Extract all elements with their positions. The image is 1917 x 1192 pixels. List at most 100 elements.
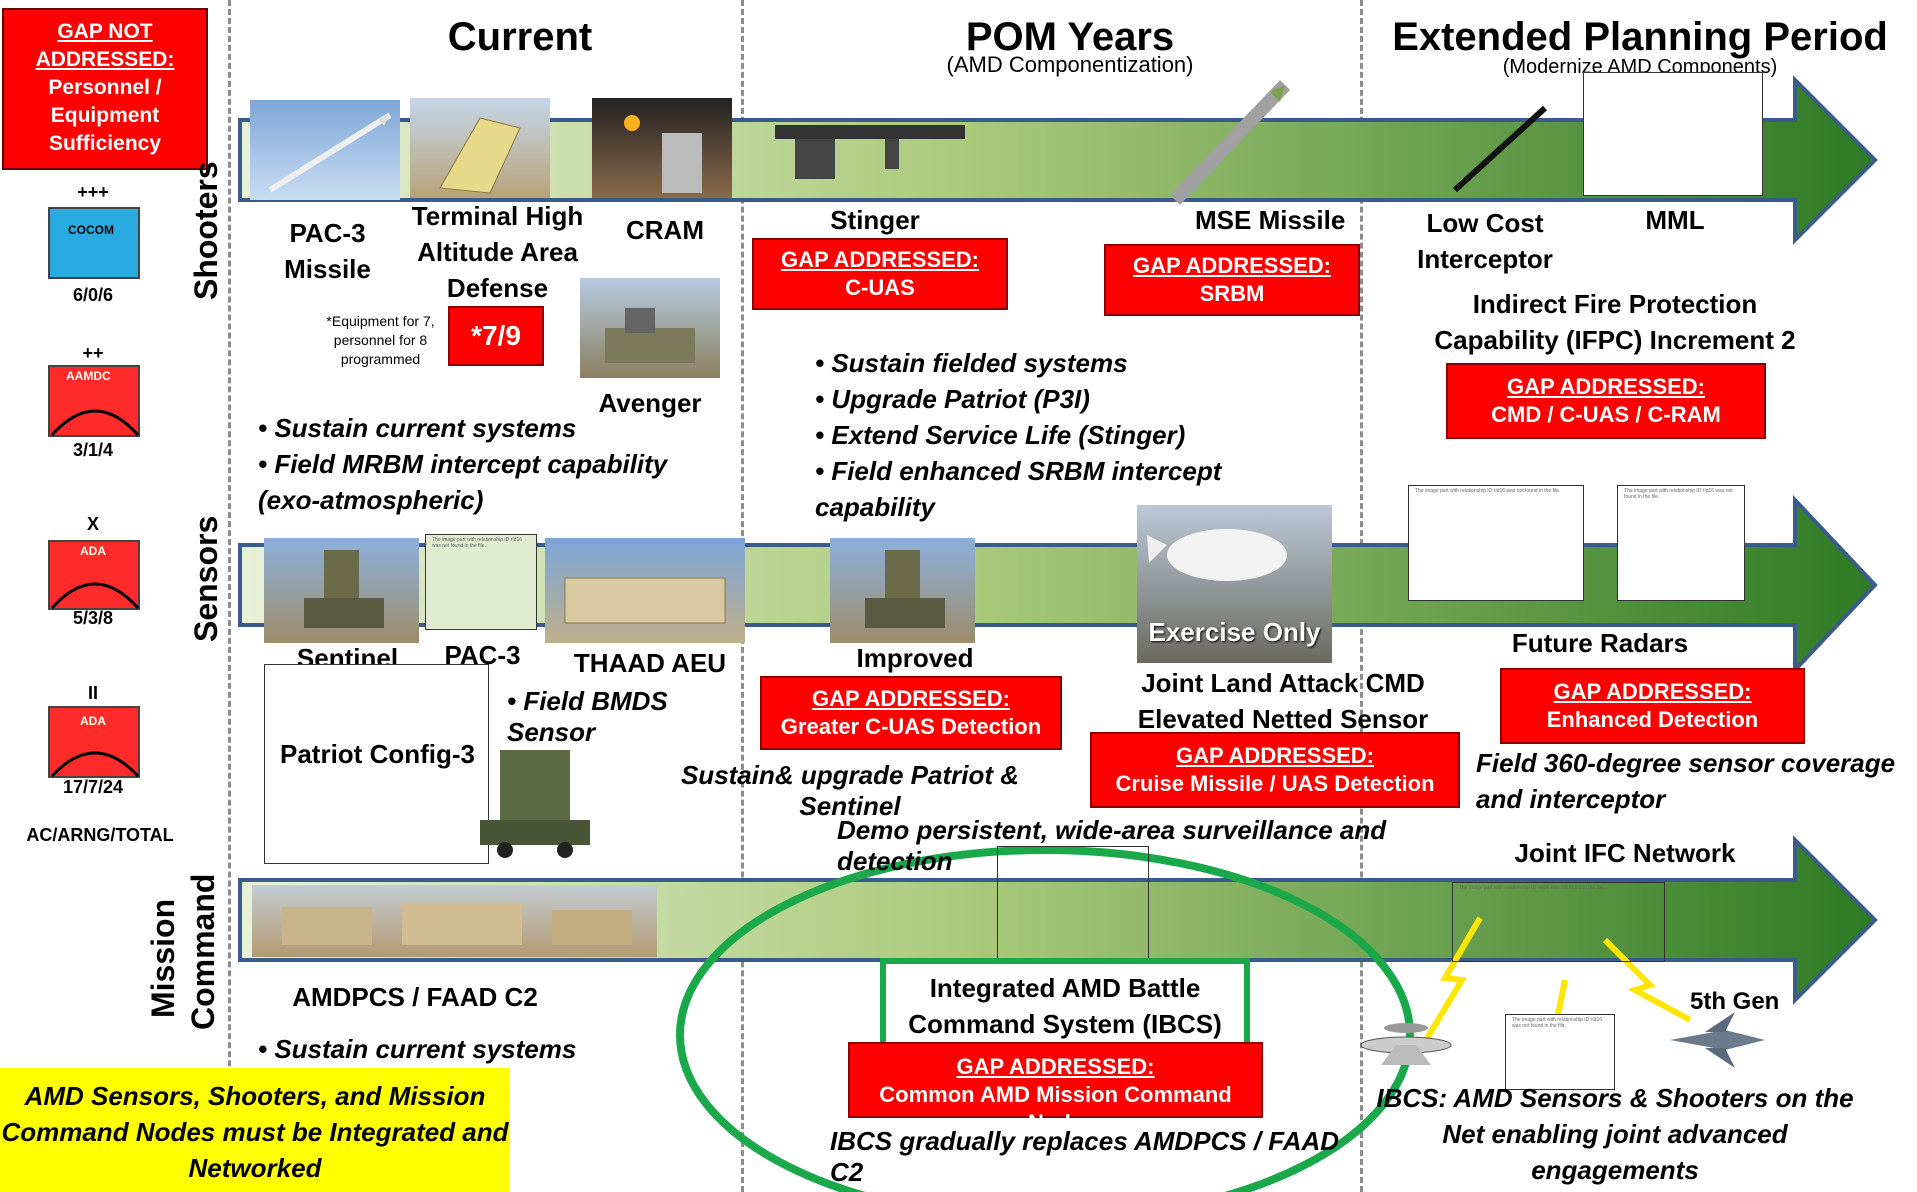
divider-left (228, 0, 231, 1192)
jlens-gap-title: GAP ADDRESSED: (1175, 743, 1375, 768)
cram-label: CRAM (626, 215, 704, 245)
mission-sustain-bullet: • Sustain current systems (258, 1034, 577, 1064)
avenger-label: Avenger (598, 388, 702, 418)
unit-symbol-cocom: COCOM (48, 207, 140, 279)
header-epp-title: Extended Planning Period (1392, 15, 1888, 59)
pom-shooter-bullet-1: • Sustain fielded systems (815, 348, 1128, 378)
stinger-label: Stinger (830, 205, 920, 235)
fifth-gen-label: 5th Gen (1690, 988, 1780, 1015)
mse-missile-label: MSE Missile (1195, 205, 1346, 235)
joint-ifc-placeholder-text: The image part with relationship ID rId1… (1459, 885, 1605, 891)
thaad-label: Terminal High Altitude Area Defense (411, 201, 584, 303)
future-radar-placeholder-1: The image part with relationship ID rId1… (1408, 485, 1584, 601)
bmds-sensor-bullet: • Field BMDS Sensor (507, 686, 668, 747)
future-radars-gap-body: Enhanced Detection (1546, 707, 1759, 732)
pom-shooter-bullets: • Sustain fielded systems • Upgrade Patr… (815, 345, 1345, 525)
pac3-missile-photo (250, 100, 400, 200)
ibcs-gap-title: GAP ADDRESSED: (956, 1054, 1155, 1079)
row-label-sensors: Sensors (188, 515, 224, 642)
improved-sentinel-gap-body: Greater C-UAS Detection (780, 714, 1042, 739)
demo-surveillance-text: Demo persistent, wide-area surveillance … (837, 815, 1387, 876)
gap-not-addressed-title: GAP NOT ADDRESSED: (35, 20, 175, 71)
stinger-gap-body: C-UAS (845, 275, 915, 300)
current-shooter-bullets: • Sustain current systems • Field MRBM i… (258, 410, 698, 518)
improved-sentinel-gap-box: GAP ADDRESSED: Greater C-UAS Detection (760, 676, 1062, 750)
mse-gap-box: GAP ADDRESSED: SRBM (1104, 244, 1360, 316)
row-label-mission: Mission (145, 898, 181, 1018)
joint-node-placeholder-text: The image part with relationship ID rId1… (1512, 1017, 1603, 1029)
unit-counts-aamdc: 3/1/4 (72, 440, 114, 460)
ibcs-highlight-ellipse (676, 846, 1414, 1192)
unit-label-cocom: COCOM (68, 223, 114, 237)
pom-shooter-bullet-2: • Upgrade Patriot (P3I) (815, 384, 1090, 414)
future-radar-placeholder-2-text: The image part with relationship ID rId1… (1624, 488, 1733, 500)
patriot-config3-box: Patriot Config-3 (264, 664, 489, 864)
stinger-gap-title: GAP ADDRESSED: (780, 247, 980, 272)
pac3-missile-label: PAC-3 Missile (284, 218, 371, 284)
mse-gap-body: SRBM (1199, 281, 1265, 306)
future-radar-placeholder-2: The image part with relationship ID rId1… (1617, 485, 1745, 601)
stinger-photo (765, 105, 975, 195)
header-pom-title: POM Years (965, 15, 1175, 59)
unit-label-ada-bde: ADA (80, 544, 106, 558)
integration-callout: AMD Sensors, Shooters, and Mission Comma… (0, 1068, 510, 1192)
low-cost-interceptor-label: Low Cost Interceptor (1417, 208, 1553, 274)
thaad-aeu-label: THAAD AEU (573, 648, 727, 678)
pac3-sensor-placeholder-text: The image part with relationship ID rId1… (432, 537, 523, 549)
unit-counts-cocom: 6/0/6 (72, 285, 114, 305)
ifpc-label: Indirect Fire Protection Capability (IFP… (1434, 289, 1796, 355)
unit-symbol-ada-bde: ADA (48, 540, 140, 610)
ifpc-gap-body: CMD / C-UAS / C-RAM (1491, 402, 1721, 427)
legend-footer: AC/ARNG/TOTAL (26, 825, 174, 845)
thaad-launcher-photo (410, 98, 550, 198)
thaad-note: *Equipment for 7, personnel for 8 progra… (326, 313, 435, 367)
avenger-photo (580, 278, 720, 378)
future-radars-label: Future Radars (1511, 628, 1689, 658)
stinger-gap-box: GAP ADDRESSED: C-UAS (752, 238, 1008, 310)
joint-ifc-placeholder: The image part with relationship ID rId1… (1452, 882, 1665, 962)
unit-counts-ada-bn: 17/7/24 (62, 777, 124, 797)
jlens-gap-box: GAP ADDRESSED: Cruise Missile / UAS Dete… (1090, 732, 1460, 808)
mml-label: MML (1645, 205, 1705, 235)
improved-sentinel-photo (830, 538, 975, 643)
row-label-command: Command (185, 873, 221, 1030)
unit-echelon-cocom: +++ (77, 182, 109, 202)
future-radars-gap-box: GAP ADDRESSED: Enhanced Detection (1500, 668, 1805, 744)
ifpc-gap-title: GAP ADDRESSED: (1506, 374, 1706, 399)
ibcs-label: Integrated AMD Battle Command System (IB… (908, 973, 1222, 1039)
current-shooter-bullet-2: • Field MRBM intercept capability (exo-a… (258, 449, 668, 515)
ibcs-gap-box: GAP ADDRESSED: Common AMD Mission Comman… (848, 1042, 1263, 1135)
unit-echelon-ada-bde: X (86, 514, 99, 534)
header-pom-subtitle: (AMD Componentization) (946, 52, 1194, 77)
ibcs-network-text: IBCS: AMD Sensors & Shooters on the Net … (1376, 1083, 1854, 1185)
unit-label-aamdc: AAMDC (66, 369, 111, 383)
gap-not-addressed-body: Personnel / Equipment Sufficiency (48, 76, 162, 155)
link-bolt-1 (1417, 916, 1483, 1052)
mse-missile-photo (1160, 70, 1310, 210)
pac3-sensor-placeholder: The image part with relationship ID rId1… (425, 534, 537, 630)
gap-not-addressed-box: GAP NOT ADDRESSED: Personnel / Equipment… (2, 8, 208, 170)
ibcs-image-placeholder (997, 846, 1149, 962)
row-label-shooters: Shooters (188, 161, 224, 300)
unit-echelon-ada-bn: II (87, 683, 98, 703)
ibcs-gap-body: Common AMD Mission Command Node (879, 1082, 1232, 1135)
thaad-note-badge: *7/9 (448, 306, 544, 366)
joint-ifc-label: Joint IFC Network (1514, 838, 1736, 868)
ifpc-gap-box: GAP ADDRESSED: CMD / C-UAS / C-RAM (1446, 363, 1766, 439)
mml-image-placeholder (1583, 72, 1763, 196)
unit-symbol-aamdc: AAMDC (48, 365, 140, 437)
field360-text: Field 360-degree sensor coverage and int… (1476, 748, 1896, 814)
future-radars-gap-title: GAP ADDRESSED: (1553, 679, 1752, 704)
unit-symbol-ada-bn: ADA (48, 706, 140, 778)
patriot-config3-label: Patriot Config-3 (280, 739, 475, 769)
pom-shooter-bullet-3: • Extend Service Life (Stinger) (815, 420, 1186, 450)
current-shooter-bullet-1: • Sustain current systems (258, 413, 577, 443)
amdpcs-tents-photo (252, 885, 657, 957)
future-radar-placeholder-1-text: The image part with relationship ID rId1… (1415, 488, 1561, 494)
unit-echelon-aamdc: ++ (82, 343, 104, 363)
patriot-radar-photo (470, 745, 600, 860)
ibcs-replaces-text: IBCS gradually replaces AMDPCS / FAAD C2 (830, 1126, 1340, 1187)
cram-photo (592, 98, 732, 198)
unit-label-ada-bn: ADA (80, 714, 106, 728)
pom-shooter-bullet-4: • Field enhanced SRBM intercept capabili… (815, 456, 1222, 522)
